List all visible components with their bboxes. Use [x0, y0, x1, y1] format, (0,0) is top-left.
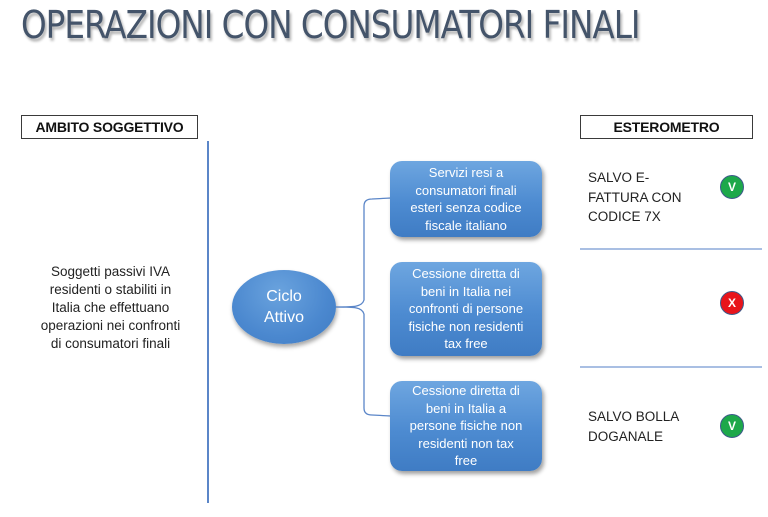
description-line: residenti o stabiliti in [49, 282, 172, 297]
note-line: FATTURA CON [588, 189, 682, 205]
row-separator [580, 366, 762, 368]
esterometro-note-3: SALVO BOLLA DOGANALE [588, 407, 679, 446]
operation-box-servizi: Servizi resi a consumatori finali esteri… [390, 161, 542, 237]
description-line: Italia che effettuano [51, 300, 170, 315]
bracket-connector [336, 197, 392, 417]
cross-badge-icon: X [720, 291, 744, 315]
note-line: SALVO E- [588, 170, 650, 185]
description-line: di consumatori finali [50, 336, 171, 351]
note-line: DOGANALE [588, 428, 664, 444]
node-label-line: Attivo [263, 309, 304, 326]
operation-line: Servizi resi a [428, 165, 504, 180]
operation-line: consumatori finali [415, 182, 517, 198]
operation-line: esteri senza codice [410, 200, 522, 215]
node-label-line: Ciclo [266, 288, 302, 305]
operation-line: tax free [444, 336, 488, 352]
operation-line: fiscale italiano [425, 217, 507, 233]
operation-line: beni in Italia nei [420, 283, 512, 299]
column-divider [207, 141, 209, 503]
operation-line: persone fisiche non [409, 418, 523, 434]
operation-line: free [454, 453, 478, 469]
ambito-description: Soggetti passivi IVA residenti o stabili… [18, 263, 203, 353]
operation-line: beni in Italia a [425, 400, 507, 416]
row-separator [580, 248, 762, 250]
check-badge-icon: V [720, 414, 744, 438]
operation-line: Cessione diretta di [412, 266, 520, 282]
operation-line: fisiche non residenti [408, 318, 524, 334]
operation-box-non-tax-free: Cessione diretta di beni in Italia a per… [390, 381, 542, 471]
ciclo-attivo-node: Ciclo Attivo [232, 270, 336, 344]
operation-line: Cessione diretta di [412, 383, 520, 399]
description-line: Soggetti passivi IVA [50, 264, 171, 279]
operation-box-tax-free: Cessione diretta di beni in Italia nei c… [390, 262, 542, 356]
check-badge-icon: V [720, 175, 744, 199]
note-line: SALVO BOLLA [588, 409, 680, 424]
esterometro-note-1: SALVO E- FATTURA CON CODICE 7X [588, 168, 682, 227]
esterometro-header: ESTEROMETRO [580, 115, 753, 139]
operation-line: confronti di persone [408, 301, 524, 317]
description-line: operazioni nei confronti [40, 318, 181, 333]
note-line: CODICE 7X [588, 209, 661, 224]
ambito-soggettivo-header: AMBITO SOGGETTIVO [21, 115, 198, 139]
operation-line: residenti non tax [418, 435, 514, 451]
page-title: OPERAZIONI CON CONSUMATORI FINALI [20, 3, 641, 47]
